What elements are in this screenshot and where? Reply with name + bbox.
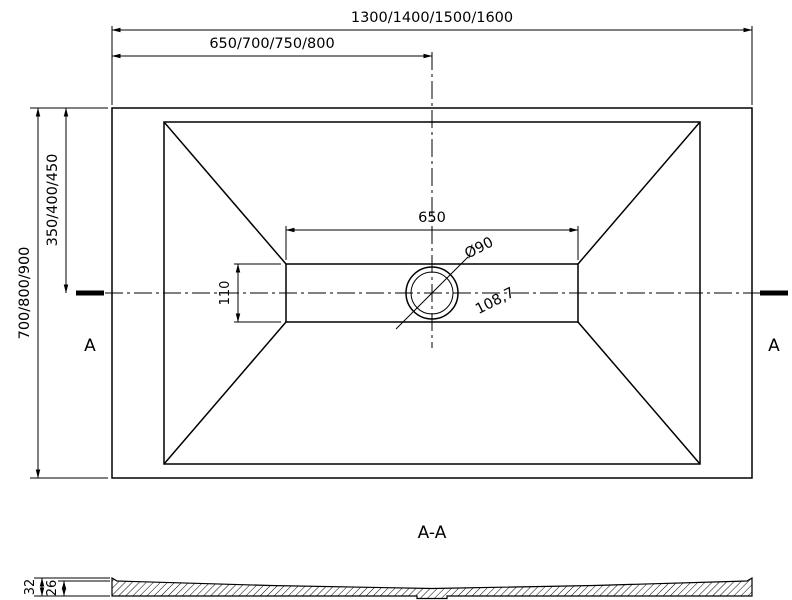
slope-edge-top-left	[163, 121, 287, 265]
flat-height-label: 110	[218, 281, 233, 306]
section-view: A-A 32 26	[23, 523, 753, 600]
dimension-half-width: 650/700/750/800	[111, 36, 433, 59]
section-base-height-label: 26	[45, 580, 60, 597]
flat-width-label: 650	[418, 210, 446, 226]
top-view: Ø90 108,7 1300/1400/1500/1600 650/700/75…	[17, 10, 788, 479]
dimension-overall-width: 1300/1400/1500/1600	[111, 10, 753, 105]
section-letter-right: A	[768, 336, 780, 356]
drain-diagonal-line	[395, 256, 469, 330]
section-profile	[111, 576, 753, 600]
half-width-label: 650/700/750/800	[209, 36, 334, 52]
drain-outer-circle	[405, 266, 459, 320]
dimension-section-base-height: 26	[45, 580, 110, 597]
half-height-label: 350/400/450	[45, 154, 61, 247]
section-title: A-A	[418, 523, 447, 543]
drain-diagonal-label: 108,7	[473, 285, 517, 318]
dimension-half-height: 350/400/450	[45, 107, 69, 294]
slope-edge-bottom-left	[163, 321, 287, 465]
section-letter-left: A	[84, 336, 96, 356]
dimension-section-total-height: 32	[23, 577, 110, 597]
slope-edge-bottom-right	[577, 321, 701, 465]
drain: Ø90 108,7	[395, 235, 517, 330]
overall-width-label: 1300/1400/1500/1600	[351, 10, 513, 26]
dimension-flat-width: 650	[285, 210, 579, 260]
center-lines	[76, 52, 788, 348]
dimension-flat-height: 110	[218, 263, 281, 323]
drain-inner-circle	[410, 271, 454, 315]
drain-diameter-label: Ø90	[462, 235, 496, 263]
section-total-height-label: 32	[23, 579, 38, 596]
overall-height-label: 700/800/900	[17, 247, 33, 340]
dimension-overall-height: 700/800/900	[17, 107, 108, 479]
section-cut-markers: A A	[76, 290, 788, 356]
slope-edge-top-right	[577, 121, 701, 265]
